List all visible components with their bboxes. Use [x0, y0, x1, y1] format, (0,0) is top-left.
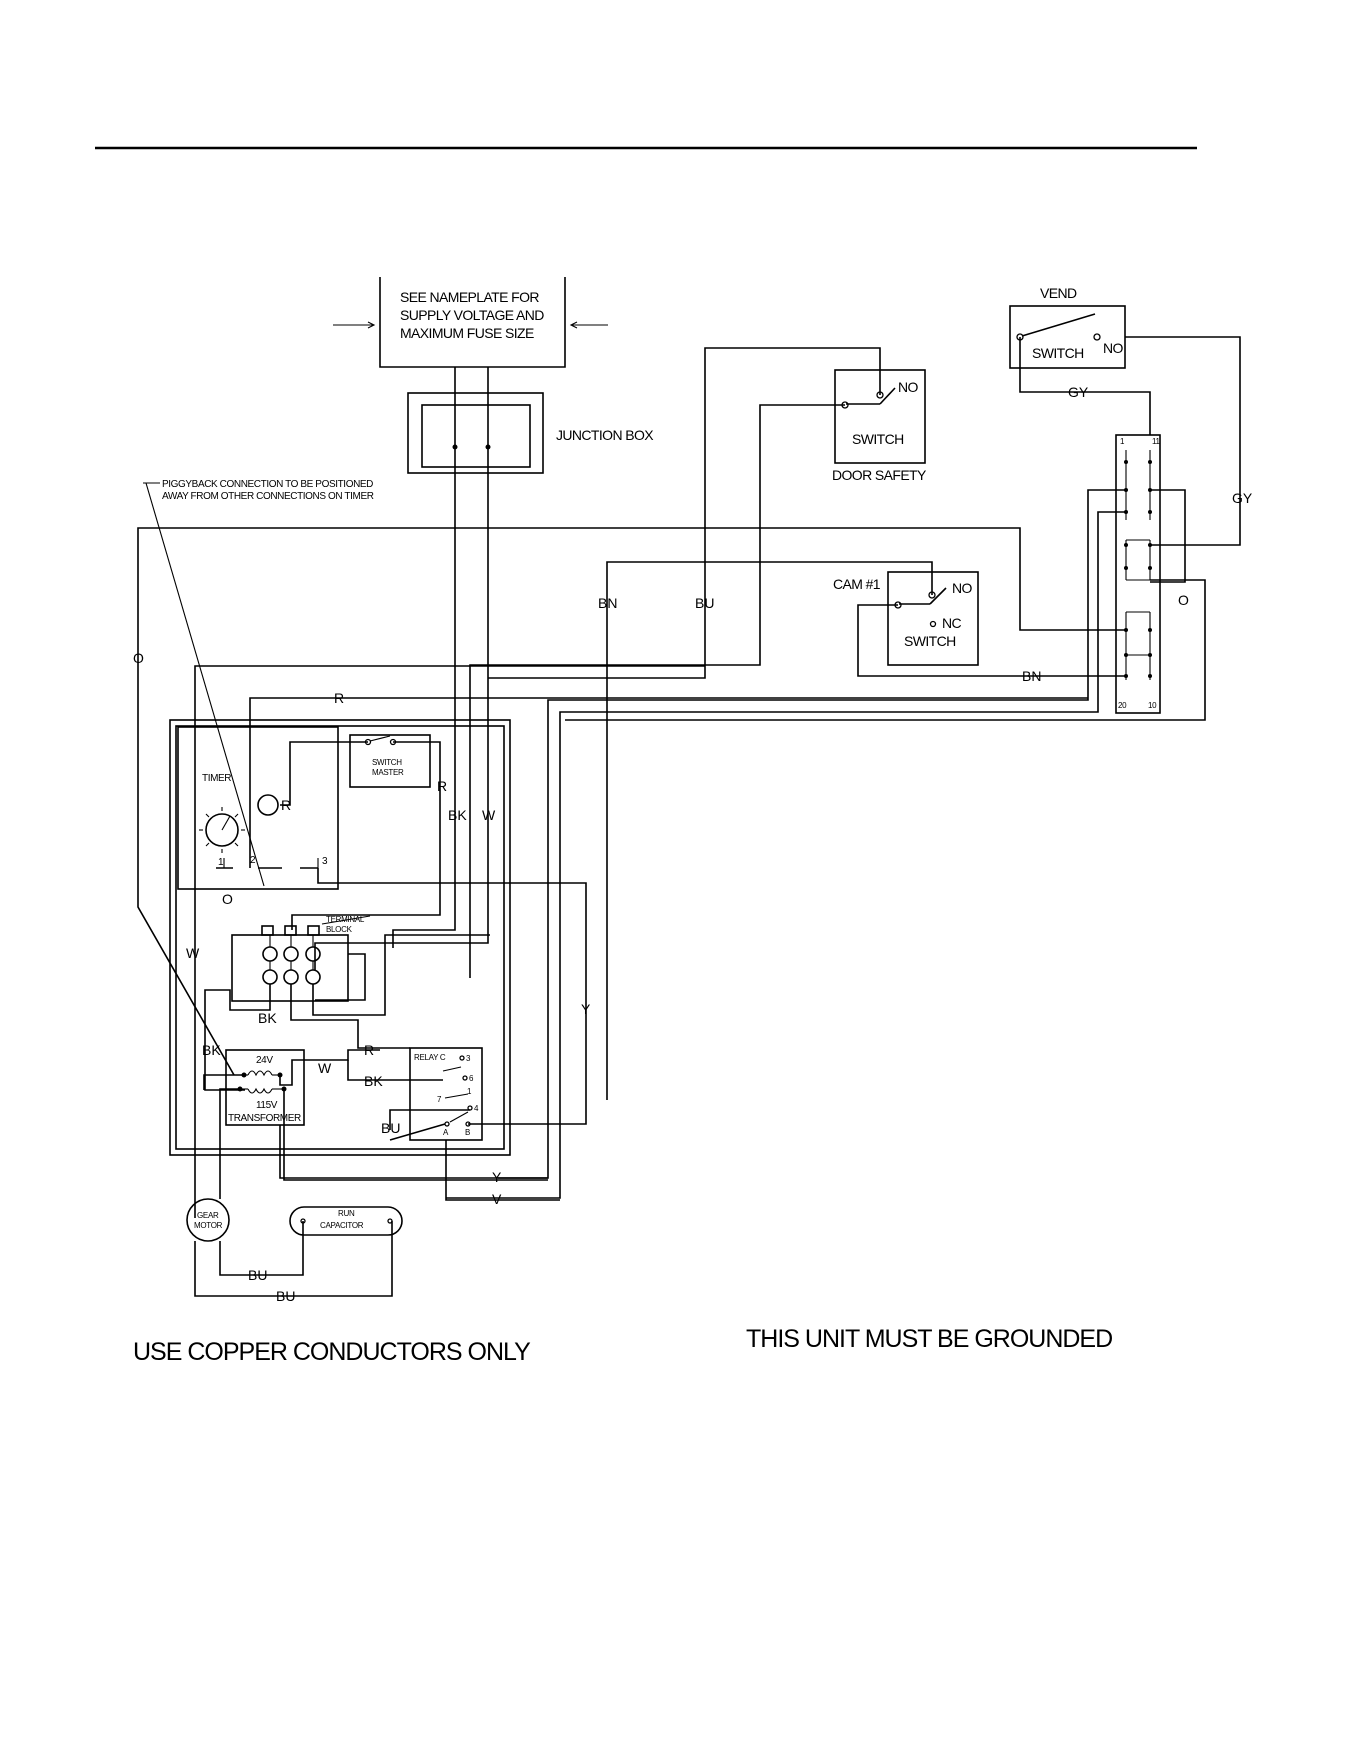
supply-line-1: SEE NAMEPLATE FOR [400, 289, 539, 305]
cam-nc-label: NC [942, 615, 962, 631]
pin-20: 20 [1118, 701, 1127, 710]
vend-switch: VEND SWITCH NO [1009, 285, 1126, 369]
timer-t1: 1 [218, 857, 224, 868]
pin-1: 1 [1120, 437, 1125, 446]
wire-label-r-top: R [334, 690, 344, 706]
cam-switch-label: SWITCH [904, 633, 956, 649]
footer-must-be-grounded: THIS UNIT MUST BE GROUNDED [746, 1325, 1112, 1353]
supply-line-3: MAXIMUM FUSE SIZE [400, 325, 534, 341]
supply-line-2: SUPPLY VOLTAGE AND [400, 307, 544, 323]
wire-label-w-trans: W [318, 1060, 332, 1076]
wire-label-w-left: W [186, 945, 200, 961]
master-line-1: SWITCH [372, 758, 402, 767]
wire-label-bk-tb: BK [258, 1010, 277, 1026]
wire-label-bn-left: BN [598, 595, 617, 611]
vend-title: VEND [1040, 285, 1077, 301]
door-switch-label: SWITCH [852, 431, 904, 447]
relay-pin-b: B [465, 1128, 470, 1137]
gear-motor-line-2: MOTOR [194, 1221, 223, 1230]
wire-label-bn-cam: BN [1022, 668, 1041, 684]
timer-t2: 2 [250, 855, 256, 866]
timer: TIMER R 1 2 3 O [177, 726, 339, 907]
control-panel [169, 719, 511, 1156]
wire-label-bk-relay: BK [364, 1073, 383, 1089]
junction-box: JUNCTION BOX [407, 392, 655, 474]
wire-label-y-bottom: Y [492, 1169, 502, 1185]
terminal-block: TERMINAL BLOCK [231, 915, 365, 1002]
wire-label-bu-motor-1: BU [248, 1267, 267, 1283]
relay-label: RELAY C [414, 1053, 446, 1062]
timer-label: TIMER [202, 773, 231, 784]
relay-c: RELAY C 3 6 7 1 4 A B [409, 1047, 483, 1141]
wire-label-bu-relay: BU [381, 1120, 400, 1136]
wire-label-y-right: Y [581, 1001, 591, 1017]
cam-title: CAM #1 [833, 576, 881, 592]
wire-label-r-master: R [437, 778, 447, 794]
wire-label-bk-mid: BK [448, 807, 467, 823]
relay-pin-4: 4 [474, 1104, 479, 1113]
gear-motor: GEAR MOTOR [186, 1198, 230, 1242]
transformer-24v: 24V [256, 1055, 273, 1066]
wire-label-gy-top: GY [1068, 384, 1089, 400]
cam-no-label: NO [952, 580, 973, 596]
terminal-block-line-1: TERMINAL [326, 915, 365, 924]
door-safety-switch: NO SWITCH DOOR SAFETY [832, 369, 928, 483]
relay-pin-3: 3 [466, 1054, 471, 1063]
vend-switch-label: SWITCH [1032, 345, 1084, 361]
capacitor-line-1: RUN [338, 1209, 355, 1218]
transformer-115v: 115V [256, 1100, 278, 1111]
piggyback-line-1: PIGGYBACK CONNECTION TO BE POSITIONED [162, 479, 373, 490]
relay-pin-a: A [443, 1128, 449, 1137]
wire-label-o-right: O [1178, 592, 1189, 608]
door-no-label: NO [898, 379, 919, 395]
terminal-block-line-2: BLOCK [326, 925, 353, 934]
wire-label-v-bottom: V [492, 1191, 502, 1207]
master-line-2: MASTER [372, 768, 404, 777]
relay-pin-7: 7 [437, 1095, 442, 1104]
vend-no-label: NO [1103, 340, 1124, 356]
wire-label-o-left: O [133, 650, 144, 666]
capacitor-line-2: CAPACITOR [320, 1221, 364, 1230]
timer-t3: 3 [322, 856, 328, 867]
wire-label-bu-top: BU [695, 595, 714, 611]
wire-label-bk-left: BK [202, 1042, 221, 1058]
wire-label-w-mid: W [482, 807, 496, 823]
pin-11: 11 [1152, 437, 1161, 446]
door-safety-label: DOOR SAFETY [832, 467, 927, 483]
junction-box-label: JUNCTION BOX [556, 427, 654, 443]
wire-label-o-timer: O [222, 891, 233, 907]
relay-pin-6: 6 [469, 1074, 474, 1083]
transformer-label: TRANSFORMER [228, 1113, 301, 1124]
gear-motor-line-1: GEAR [197, 1211, 219, 1220]
footer-copper-conductors: USE COPPER CONDUCTORS ONLY [133, 1338, 531, 1366]
pin-10: 10 [1148, 701, 1157, 710]
run-capacitor: RUN CAPACITOR [289, 1206, 403, 1236]
master-switch: SWITCH MASTER [349, 734, 431, 788]
wire-label-r-relay: R [364, 1042, 374, 1058]
supply-panel: SEE NAMEPLATE FOR SUPPLY VOLTAGE AND MAX… [333, 277, 608, 368]
relay-pin-1: 1 [467, 1087, 472, 1096]
wire-label-bu-motor-2: BU [276, 1288, 295, 1304]
cam-switch: CAM #1 NO NC SWITCH [833, 571, 979, 666]
wire-label-gy-right: GY [1232, 490, 1253, 506]
piggyback-note: PIGGYBACK CONNECTION TO BE POSITIONED AW… [143, 479, 374, 887]
piggyback-line-2: AWAY FROM OTHER CONNECTIONS ON TIMER [162, 491, 374, 502]
connector-block: 1 11 20 10 [1115, 434, 1161, 714]
transformer: 24V 115V TRANSFORMER [225, 1049, 305, 1126]
